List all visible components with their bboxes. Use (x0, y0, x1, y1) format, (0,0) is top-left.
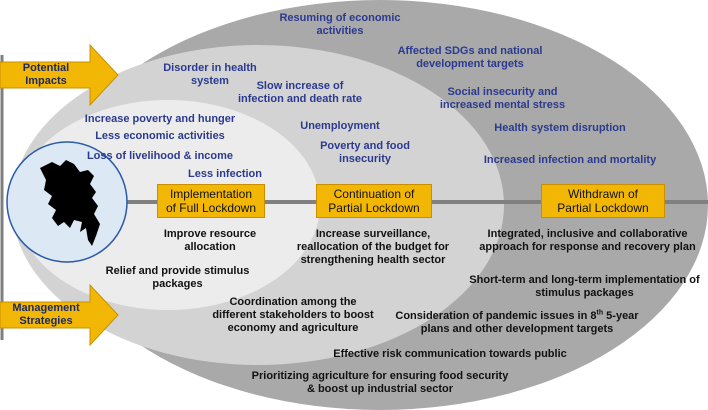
strategies-arrow (0, 283, 119, 347)
sdg-sup: th (596, 309, 604, 317)
strategy-text-sdg: Consideration of pandemic issues in 8th … (382, 309, 652, 336)
strategy-text: Improve resource allocation (163, 228, 257, 253)
bangladesh-map-icon (40, 160, 100, 246)
impacts-arrow (0, 43, 119, 107)
strategy-text: Prioritizing agriculture for ensuring fo… (251, 370, 509, 395)
phase-withdrawn-partial: Withdrawn of Partial Lockdown (541, 184, 665, 218)
impact-text: Social insecurity and increased mental s… (439, 86, 566, 111)
sdg-prefix: Consideration of pandemic issues in 8 (395, 310, 597, 322)
impact-text: Less infection (188, 168, 262, 180)
phase-full-lockdown: Implementation of Full Lockdown (157, 184, 265, 218)
potential-impacts-label: Potential Impacts (22, 62, 70, 87)
strategy-text: Effective risk communication towards pub… (333, 348, 567, 360)
impact-text: Poverty and food insecurity (320, 140, 410, 165)
impact-text: Increase poverty and hunger (84, 113, 236, 125)
strategy-text: Short-term and long-term implementation … (469, 274, 700, 299)
impact-text: Unemployment (300, 120, 380, 132)
management-strategies-label: Management Strategies (12, 302, 80, 327)
impact-text: Disorder in health system (163, 62, 257, 87)
strategy-text: Integrated, inclusive and collaborative … (479, 228, 696, 253)
impact-text: Increased infection and mortality (483, 154, 657, 166)
sdg-suffix: 5-year plans and other development targe… (420, 310, 639, 335)
impact-text: Slow increase of infection and death rat… (237, 80, 363, 105)
phase-continuation-partial: Continuation of Partial Lockdown (316, 184, 432, 218)
impact-text: Affected SDGs and national development t… (397, 45, 543, 70)
strategy-text: Relief and provide stimulus packages (105, 265, 250, 290)
impact-text: Resuming of economic activities (279, 12, 401, 37)
strategy-text: Increase surveillance, reallocation of t… (296, 228, 450, 266)
impact-text: Health system disruption (494, 122, 626, 134)
impact-text: Less economic activities (95, 130, 225, 142)
strategy-text: Coordination among the different stakeho… (212, 296, 374, 334)
impact-text: Loss of livelihood & income (86, 150, 234, 162)
